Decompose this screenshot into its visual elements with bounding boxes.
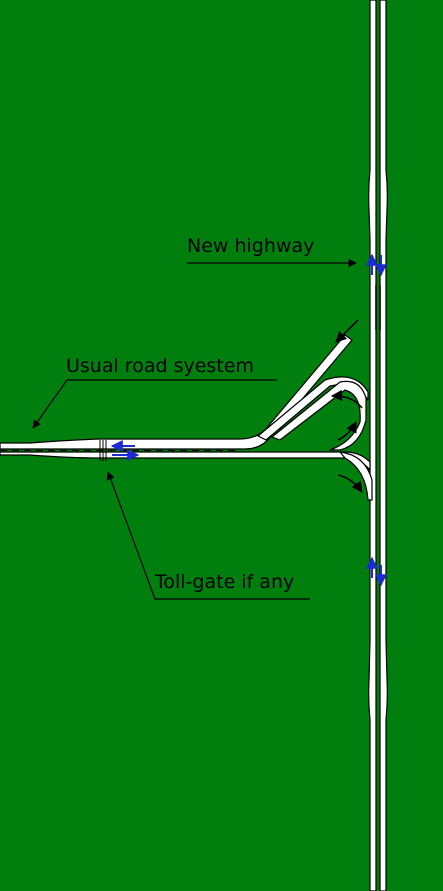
highway-center-strips (375, 285, 381, 330)
label-new-highway: New highway (187, 235, 314, 257)
leader-usual-road (32, 379, 277, 429)
toll-gate-marks (99, 440, 107, 461)
flow-arrows (330, 319, 363, 493)
label-toll-gate: Toll-gate if any (154, 571, 294, 593)
annotation-toll-gate: Toll-gate if any (106, 471, 310, 600)
flow-arrow-ramp-down (335, 319, 359, 343)
highway-left-carriageway (368, 0, 377, 891)
flow-arrow-loop-bottom (337, 420, 357, 441)
road-network (0, 0, 388, 891)
leader-toll-gate (106, 471, 310, 600)
annotation-usual-road: Usual road syestem (32, 355, 277, 429)
label-usual-road: Usual road syestem (66, 355, 254, 377)
ramp-northeast-lower (271, 380, 367, 451)
direction-arrows (110, 253, 387, 587)
annotation-new-highway: New highway (187, 235, 357, 268)
local-road-west (0, 334, 353, 450)
ramp-southeast (339, 451, 373, 501)
highway-right-carriageway (379, 0, 388, 891)
flow-arrow-merge (337, 474, 363, 493)
flow-arrow-loop-top (330, 389, 363, 409)
